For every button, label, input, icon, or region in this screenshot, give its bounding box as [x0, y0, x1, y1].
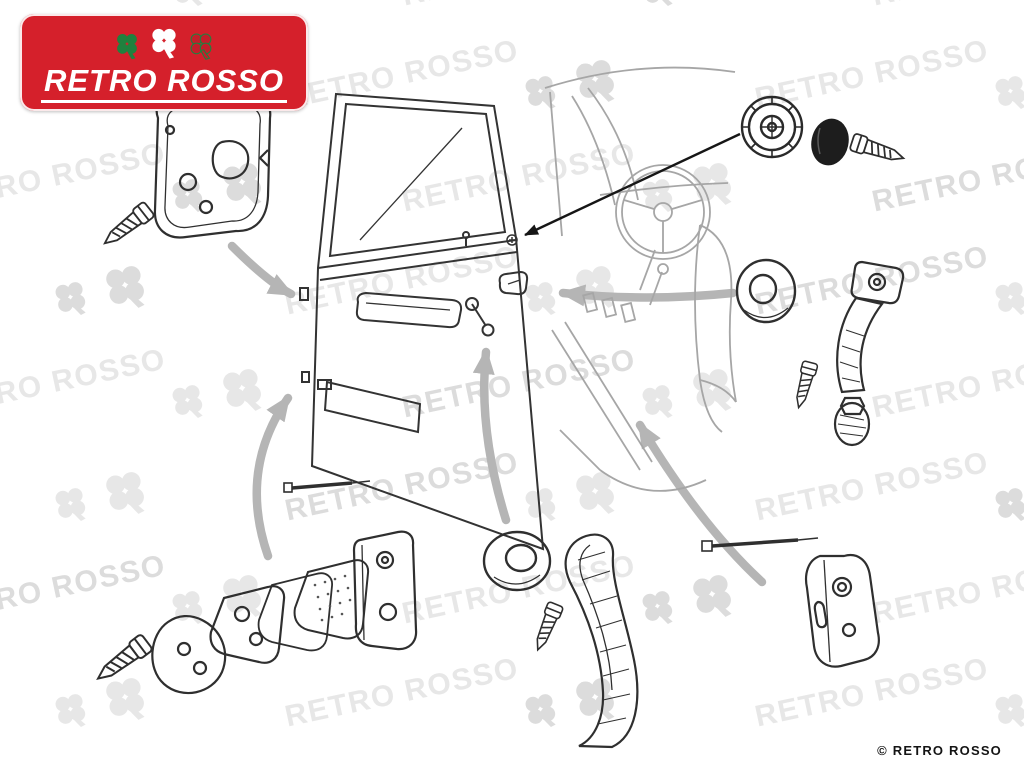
- door-outline: [310, 92, 545, 551]
- clover-white-icon: [152, 28, 176, 59]
- mounting-screw-right: [790, 359, 819, 411]
- explosion-arrows: [227, 241, 767, 587]
- lock-striker-slot: [299, 287, 309, 301]
- lock-remote-pin: [283, 480, 371, 493]
- winder-spindle-target: [506, 234, 518, 246]
- arrow-lockplate-to-door: [227, 241, 296, 299]
- lower-edge-slot: [301, 371, 310, 383]
- arrow-knob-to-spindle: [524, 132, 741, 237]
- windshield-line: [587, 87, 639, 201]
- clover-red-icon: [190, 32, 212, 60]
- lock-mounting-bracket: [804, 553, 880, 668]
- gear-lever: [649, 263, 669, 306]
- brand-logo-text: RETRO ROSSO: [40, 65, 288, 103]
- handle-hex-nut: [839, 396, 866, 416]
- arrow-handle-to-door: [472, 347, 511, 525]
- beltline-upper: [317, 239, 517, 269]
- latch-notch: [258, 149, 269, 167]
- bracket-slot: [813, 600, 828, 629]
- handle-escutcheon-ring: [482, 530, 552, 592]
- door-pocket: [317, 379, 422, 434]
- interior-handle-trim: [564, 533, 639, 749]
- glass-reflection: [359, 127, 463, 241]
- arrow-bracket-to-sill: [635, 420, 767, 587]
- logo-clovers: [112, 25, 216, 63]
- b-pillar-line: [549, 91, 563, 237]
- mounting-screw-top-right: [848, 132, 907, 168]
- handle-knob: [833, 401, 871, 447]
- latch-gasket: [151, 615, 227, 694]
- door-sill: [551, 321, 707, 492]
- door-assembly: [299, 92, 545, 551]
- window-frame: [328, 102, 507, 258]
- armrest: [355, 291, 463, 329]
- latch-packing: [257, 572, 333, 652]
- lock-bracket: [352, 530, 418, 651]
- mounting-screw-top-left: [98, 200, 156, 252]
- escutcheon-bezel: [735, 258, 797, 324]
- beltline-lower: [319, 251, 518, 281]
- lock-lever-cutout: [211, 140, 250, 180]
- window-winder-on-door: [465, 297, 495, 337]
- seat: [694, 224, 737, 433]
- winder-black-cap: [811, 118, 849, 166]
- a-pillar-line: [571, 95, 616, 206]
- clover-green-icon: [117, 33, 137, 59]
- interior-handle-on-door: [498, 270, 529, 296]
- brand-logo: RETRO ROSSO: [20, 14, 308, 111]
- window-winder-knob: [740, 95, 804, 159]
- latch-plate: [209, 585, 286, 664]
- mounting-screw-bottom-left: [91, 632, 154, 688]
- window-regulator-handle: [833, 260, 905, 447]
- copyright-text: © RETRO ROSSO: [877, 743, 1002, 758]
- link-rod: [701, 537, 819, 552]
- arrow-lockparts-to-door: [252, 393, 293, 561]
- pad-stipple: [313, 574, 352, 622]
- door-lock-knob: [462, 231, 470, 246]
- door-lock-backplate: [153, 94, 272, 239]
- roof-line: [544, 66, 736, 89]
- mounting-screw-bottom-center: [529, 600, 565, 654]
